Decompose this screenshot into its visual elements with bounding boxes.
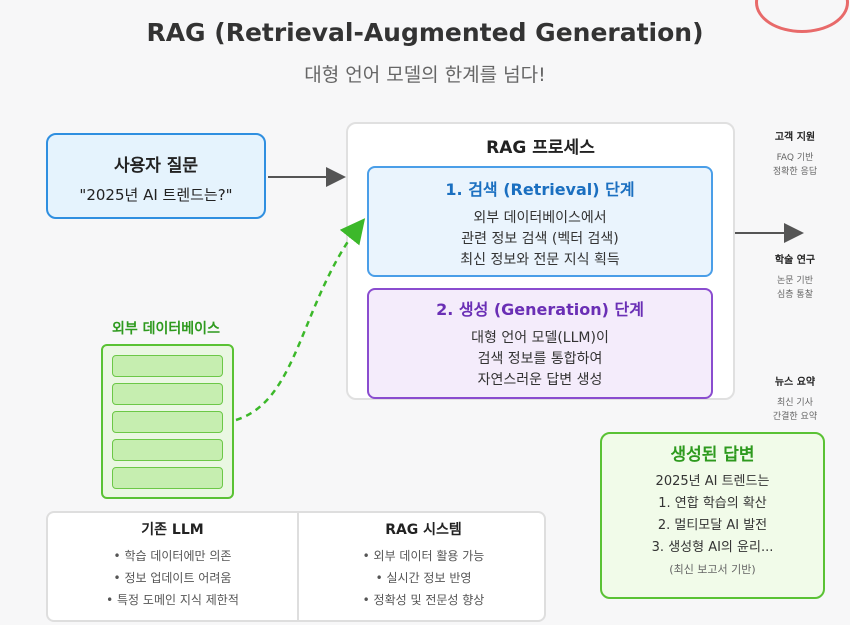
use-case-line: 논문 기반 — [777, 276, 813, 286]
generated-answer-line: 3. 생성형 AI의 윤리... — [651, 540, 774, 555]
database-record — [112, 467, 223, 489]
generation-step-line: 검색 정보를 통합하여 — [477, 351, 603, 367]
use-case-line: 간결한 요약 — [772, 412, 818, 422]
generation-step-line: 자연스러운 답변 생성 — [477, 372, 603, 388]
generation-step-line: 대형 언어 모델(LLM)이 — [471, 330, 609, 346]
comparison-item: • 실시간 정보 반영 — [375, 571, 472, 585]
database-record — [112, 411, 223, 433]
database-record — [112, 355, 223, 377]
comparison-heading: RAG 시스템 — [385, 522, 462, 538]
use-case-academic-research: 학술 연구 논문 기반 심층 통찰 — [745, 251, 845, 302]
generated-answer-line: 1. 연합 학습의 확산 — [658, 496, 767, 511]
rag-process-title: RAG 프로세스 — [486, 138, 595, 158]
page-subtitle: 대형 언어 모델의 한계를 넘다! — [304, 64, 546, 86]
retrieval-step-box: 1. 검색 (Retrieval) 단계 외부 데이터베이스에서 관련 정보 검… — [367, 166, 713, 277]
database-record — [112, 439, 223, 461]
comparison-table: 기존 LLM • 학습 데이터에만 의존 • 정보 업데이트 어려움 • 특정 … — [46, 511, 546, 622]
generated-answer-note: (최신 보고서 기반) — [669, 563, 756, 576]
use-case-news-summary: 뉴스 요약 최신 기사 간결한 요약 — [745, 373, 845, 424]
comparison-item: • 정보 업데이트 어려움 — [113, 571, 232, 585]
comparison-divider — [297, 513, 299, 620]
use-case-heading: 학술 연구 — [774, 255, 816, 266]
database-record — [112, 383, 223, 405]
database-to-retrieval-arrow — [235, 218, 366, 422]
comparison-heading: 기존 LLM — [141, 522, 204, 538]
comparison-rag-system: RAG 시스템 • 외부 데이터 활용 가능 • 실시간 정보 반영 • 정확성… — [299, 513, 548, 611]
comparison-item: • 외부 데이터 활용 가능 — [362, 549, 485, 563]
user-question-heading: 사용자 질문 — [113, 156, 199, 176]
comparison-legacy-llm: 기존 LLM • 학습 데이터에만 의존 • 정보 업데이트 어려움 • 특정 … — [48, 513, 297, 611]
retrieval-step-heading: 1. 검색 (Retrieval) 단계 — [445, 180, 635, 199]
use-case-line: 정확한 응답 — [772, 167, 818, 177]
use-case-line: FAQ 기반 — [776, 153, 814, 163]
generated-answer-line: 2025년 AI 트렌드는 — [655, 474, 770, 489]
user-question-text: "2025년 AI 트렌드는?" — [79, 186, 233, 204]
generated-answer-box: 생성된 답변 2025년 AI 트렌드는 1. 연합 학습의 확산 2. 멀티모… — [600, 432, 825, 599]
retrieval-step-line: 관련 정보 검색 (벡터 검색) — [461, 231, 619, 247]
retrieval-step-line: 최신 정보와 전문 지식 획득 — [460, 252, 620, 268]
comparison-item: • 학습 데이터에만 의존 — [113, 549, 232, 563]
use-case-heading: 뉴스 요약 — [774, 377, 816, 388]
use-case-line: 최신 기사 — [777, 398, 813, 408]
database-label: 외부 데이터베이스 — [112, 321, 220, 337]
generation-step-box: 2. 생성 (Generation) 단계 대형 언어 모델(LLM)이 검색 … — [367, 288, 713, 399]
comparison-item: • 정확성 및 전문성 향상 — [362, 593, 485, 607]
retrieval-step-line: 외부 데이터베이스에서 — [473, 210, 607, 226]
use-case-customer-support: 고객 지원 FAQ 기반 정확한 응답 — [745, 128, 845, 179]
generation-step-heading: 2. 생성 (Generation) 단계 — [436, 300, 644, 319]
page-title: RAG (Retrieval-Augmented Generation) — [146, 18, 704, 47]
user-question-box: 사용자 질문 "2025년 AI 트렌드는?" — [46, 133, 266, 219]
generated-answer-heading: 생성된 답변 — [670, 445, 755, 465]
comparison-item: • 특정 도메인 지식 제한적 — [106, 593, 239, 607]
use-case-line: 심층 통찰 — [777, 290, 813, 300]
generated-answer-line: 2. 멀티모달 AI 발전 — [657, 518, 768, 533]
use-case-heading: 고객 지원 — [774, 132, 816, 143]
